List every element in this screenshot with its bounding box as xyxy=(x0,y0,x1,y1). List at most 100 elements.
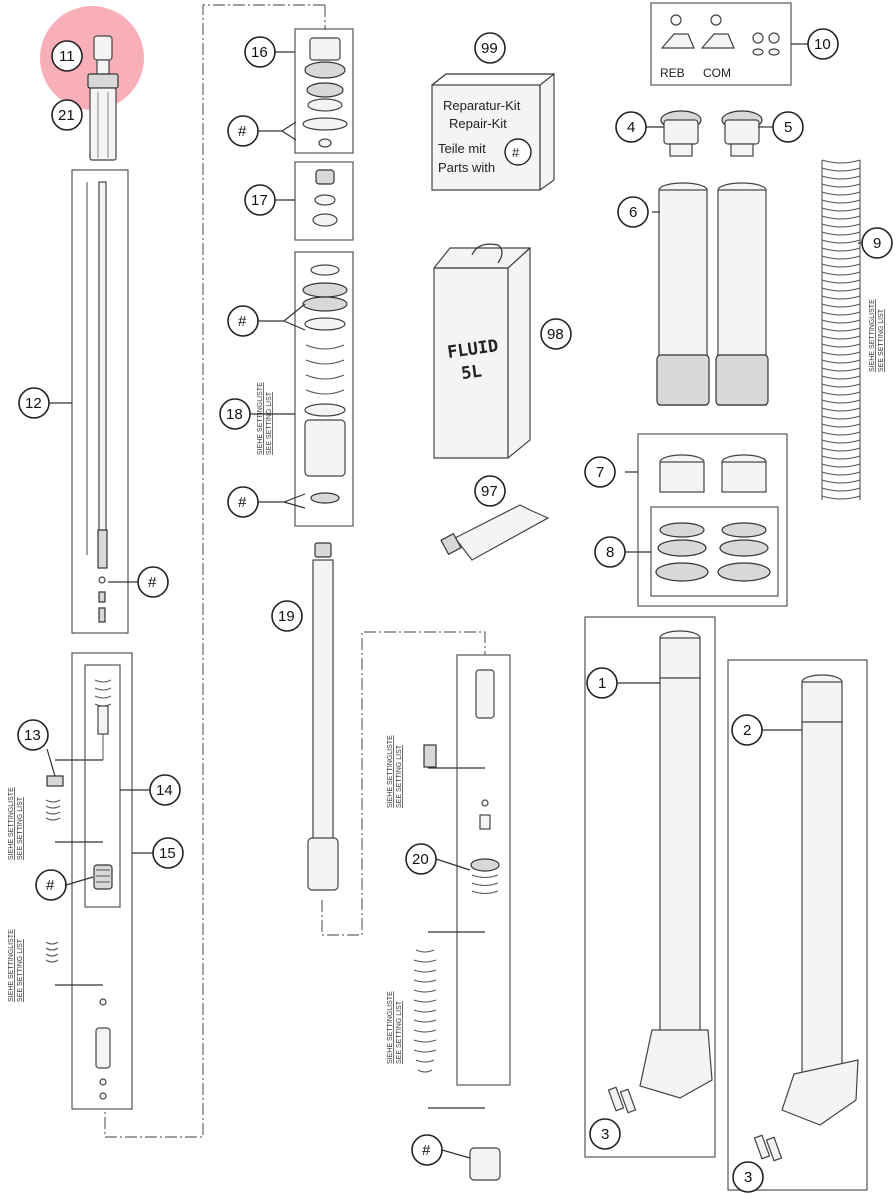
part-14-valve xyxy=(93,679,113,890)
callout-9: 9 xyxy=(861,227,893,259)
callout-hash-4: # xyxy=(227,305,259,337)
note-de-3: SIEHE SETTINGLISTE xyxy=(257,382,264,455)
callout-19: 19 xyxy=(271,600,303,632)
callout-11: 11 xyxy=(51,40,83,72)
svg-text:11: 11 xyxy=(59,48,75,65)
callout-16: 16 xyxy=(244,36,276,68)
callout-21: 21 xyxy=(51,99,83,131)
routing-line-main xyxy=(104,4,325,1138)
kit-line-4: Parts with xyxy=(438,160,495,175)
svg-text:15: 15 xyxy=(159,845,176,862)
kit-line-3: Teile mit xyxy=(438,141,486,156)
callout-2: 2 xyxy=(731,714,763,746)
callout-6: 6 xyxy=(617,196,649,228)
callout-10: 10 xyxy=(807,28,839,60)
svg-text:19: 19 xyxy=(278,608,295,625)
callout-hash-6: # xyxy=(411,1134,443,1166)
svg-text:3: 3 xyxy=(744,1169,752,1186)
kit-hash: # xyxy=(512,145,520,160)
box-part-2 xyxy=(727,659,868,1191)
callout-17: 17 xyxy=(244,184,276,216)
part-17-valve xyxy=(312,169,338,227)
callout-4: 4 xyxy=(615,111,647,143)
svg-text:99: 99 xyxy=(481,40,498,57)
callout-12: 12 xyxy=(18,387,50,419)
svg-text:7: 7 xyxy=(596,464,604,481)
svg-text:#: # xyxy=(238,313,247,330)
note-en-2: SEE SETTING LIST xyxy=(17,938,24,1002)
svg-text:#: # xyxy=(238,494,247,511)
part-18-spring-stack xyxy=(302,264,348,504)
svg-text:#: # xyxy=(148,574,157,591)
part-9-main-spring xyxy=(821,159,861,500)
note-de-2: SIEHE SETTINGLISTE xyxy=(8,929,15,1002)
callout-18: 18 xyxy=(219,398,251,430)
label-reb: REB xyxy=(660,66,685,80)
callout-8: 8 xyxy=(594,536,626,568)
svg-text:14: 14 xyxy=(156,782,173,799)
note-en-1: SEE SETTING LIST xyxy=(17,796,24,860)
part-15-lower xyxy=(45,941,111,1100)
svg-text:18: 18 xyxy=(226,406,243,423)
svg-text:4: 4 xyxy=(627,119,635,136)
note-de-6: SIEHE SETTINGLISTE xyxy=(869,299,876,372)
svg-text:2: 2 xyxy=(743,722,751,739)
callout-3-a: 3 xyxy=(589,1118,621,1150)
fluid-can: FLUID 5L xyxy=(433,243,531,459)
part-12-rod xyxy=(86,181,108,623)
svg-text:10: 10 xyxy=(814,36,831,53)
callout-7: 7 xyxy=(584,456,616,488)
note-de-4: SIEHE SETTINGLISTE xyxy=(387,735,394,808)
kit-line-2: Repair-Kit xyxy=(449,116,507,131)
callout-hash-2: # xyxy=(35,869,67,901)
label-com: COM xyxy=(703,66,731,80)
callout-1: 1 xyxy=(586,667,618,699)
box-parts-7-8 xyxy=(637,433,788,607)
svg-text:21: 21 xyxy=(58,107,75,124)
callout-15: 15 xyxy=(152,837,184,869)
svg-text:9: 9 xyxy=(873,235,881,252)
box-part-17 xyxy=(294,161,354,241)
part-5-top-cap xyxy=(721,110,763,157)
svg-text:8: 8 xyxy=(606,544,614,561)
callout-13: 13 xyxy=(17,719,49,751)
svg-text:6: 6 xyxy=(629,204,637,221)
part-10-adjusters xyxy=(660,14,780,56)
box-part-16 xyxy=(294,28,354,154)
fluid-label-2: 5L xyxy=(460,361,483,384)
svg-text:5: 5 xyxy=(784,119,792,136)
box-part-18 xyxy=(294,251,354,527)
svg-text:13: 13 xyxy=(24,727,41,744)
note-en-6: SEE SETTING LIST xyxy=(878,308,885,372)
svg-text:#: # xyxy=(46,877,55,894)
svg-text:16: 16 xyxy=(251,44,268,61)
callout-hash-3: # xyxy=(227,115,259,147)
part-1-inner-tube xyxy=(607,630,713,1114)
note-de-5: SIEHE SETTINGLISTE xyxy=(387,991,394,1064)
part-6-outer-tubes xyxy=(656,182,769,406)
part-11-cap xyxy=(93,35,113,75)
part-2-inner-tube xyxy=(753,674,859,1162)
routing-line-cartridge xyxy=(321,631,486,936)
svg-text:98: 98 xyxy=(547,326,564,343)
box-part-15 xyxy=(71,652,133,1110)
box-part-12 xyxy=(71,169,129,634)
callout-97: 97 xyxy=(474,475,506,507)
svg-text:97: 97 xyxy=(481,483,498,500)
note-en-4: SEE SETTING LIST xyxy=(396,744,403,808)
svg-text:17: 17 xyxy=(251,192,268,209)
part-19-damper-tube xyxy=(307,542,339,891)
part-13-spring xyxy=(45,775,64,821)
part-7-bushings xyxy=(659,454,767,493)
note-en-3: SEE SETTING LIST xyxy=(266,391,273,455)
note-en-5: SEE SETTING LIST xyxy=(396,1000,403,1064)
callout-14: 14 xyxy=(149,774,181,806)
callout-99: 99 xyxy=(474,32,506,64)
callout-3-b: 3 xyxy=(732,1161,764,1193)
callout-5: 5 xyxy=(772,111,804,143)
repair-kit-box: Reparatur-Kit Repair-Kit Teile mit Parts… xyxy=(431,72,555,191)
box-part-1 xyxy=(584,616,716,1158)
svg-text:#: # xyxy=(238,123,247,140)
part-16-cap xyxy=(302,37,348,148)
callout-20: 20 xyxy=(405,843,437,875)
